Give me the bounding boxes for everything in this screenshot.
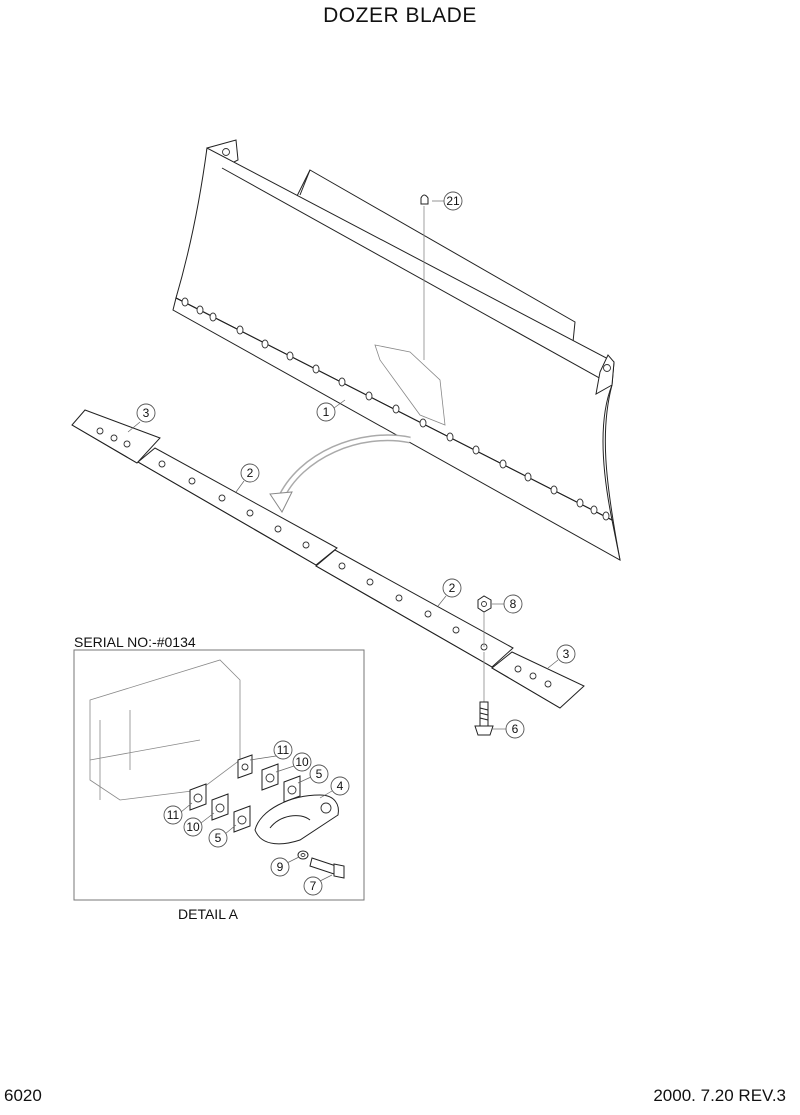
cutting-edge-left [137, 447, 338, 566]
svg-text:1: 1 [323, 405, 330, 419]
blade-bolt-holes [181, 297, 610, 521]
svg-text:5: 5 [215, 831, 222, 845]
detail-label: DETAIL A [178, 906, 238, 922]
revision-date: 2000. 7.20 REV.3 [653, 1086, 786, 1105]
callout-1: 1 [316, 399, 346, 422]
washer [297, 850, 309, 860]
svg-text:11: 11 [277, 743, 290, 757]
callout-4: 4 [319, 776, 350, 799]
svg-text:10: 10 [295, 755, 309, 769]
hex-bolt [309, 857, 345, 879]
callout-3-left: 3 [127, 403, 156, 433]
detail-a-box [73, 649, 365, 901]
svg-text:3: 3 [143, 406, 150, 420]
end-bit-left [71, 409, 161, 464]
end-bit-right [491, 651, 585, 709]
svg-text:8: 8 [510, 597, 517, 611]
callout-11-upper: 11 [249, 740, 293, 761]
callout-10-upper: 10 [275, 752, 312, 773]
page-title: DOZER BLADE [323, 4, 477, 27]
callout-6: 6 [492, 719, 525, 739]
bracket [254, 794, 339, 845]
callout-2-left: 2 [235, 463, 260, 493]
svg-text:10: 10 [186, 820, 200, 834]
svg-text:2: 2 [449, 581, 456, 595]
serial-note: SERIAL NO:-#0134 [74, 634, 196, 650]
nut [477, 595, 492, 647]
callout-21: 21 [432, 191, 463, 211]
svg-text:3: 3 [563, 647, 570, 661]
callout-10-lower: 10 [183, 812, 215, 837]
svg-text:2: 2 [247, 466, 254, 480]
svg-text:6: 6 [512, 722, 519, 736]
svg-text:5: 5 [316, 767, 323, 781]
svg-text:7: 7 [310, 879, 317, 893]
callout-5-lower: 5 [208, 824, 237, 848]
svg-text:11: 11 [167, 808, 180, 822]
svg-text:21: 21 [446, 194, 460, 208]
svg-text:9: 9 [277, 860, 284, 874]
blade-body [172, 139, 621, 561]
assembly-arrow [269, 434, 411, 513]
callout-8: 8 [492, 594, 523, 614]
grease-fitting [420, 194, 429, 360]
callout-9: 9 [270, 856, 300, 877]
callout-5-upper: 5 [297, 764, 329, 784]
svg-text:4: 4 [337, 779, 344, 793]
callout-11-lower: 11 [163, 802, 193, 825]
page-number: 6020 [4, 1086, 42, 1105]
callout-2-right: 2 [437, 578, 462, 607]
callout-3-right: 3 [547, 644, 576, 669]
plow-bolt [474, 652, 494, 736]
shim-stack-upper [237, 754, 301, 803]
callout-7: 7 [303, 874, 333, 896]
shim-stack-lower [189, 783, 251, 833]
